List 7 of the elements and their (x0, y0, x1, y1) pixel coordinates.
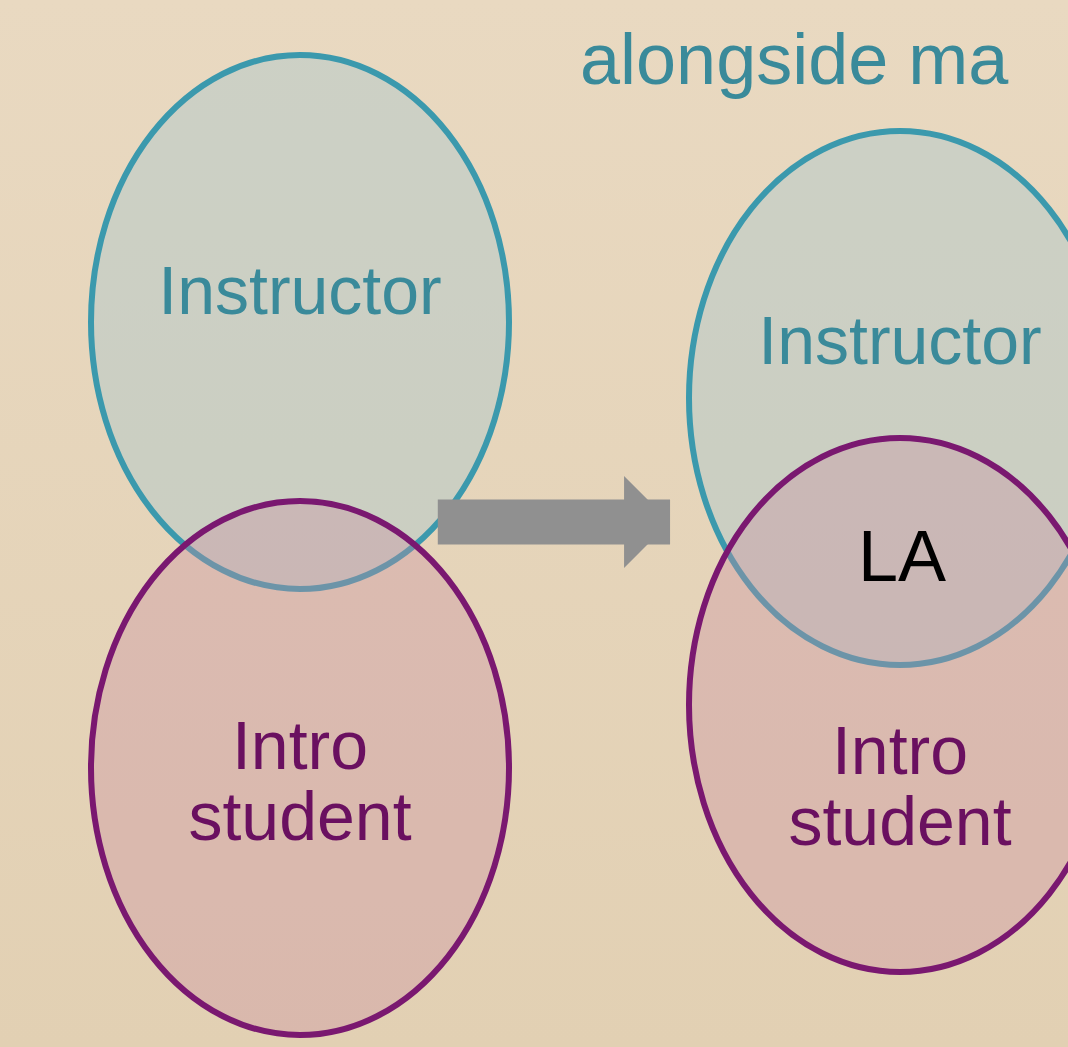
ellipse-label: Instructor (157, 255, 443, 327)
overlap-label: LA (858, 515, 947, 597)
ellipse-label: Intro student (787, 715, 1013, 858)
title: alongside ma (580, 18, 1009, 100)
venn-ellipse (87, 497, 513, 1039)
ellipse-label: Intro student (187, 710, 413, 853)
ellipse-label: Instructor (757, 305, 1043, 377)
